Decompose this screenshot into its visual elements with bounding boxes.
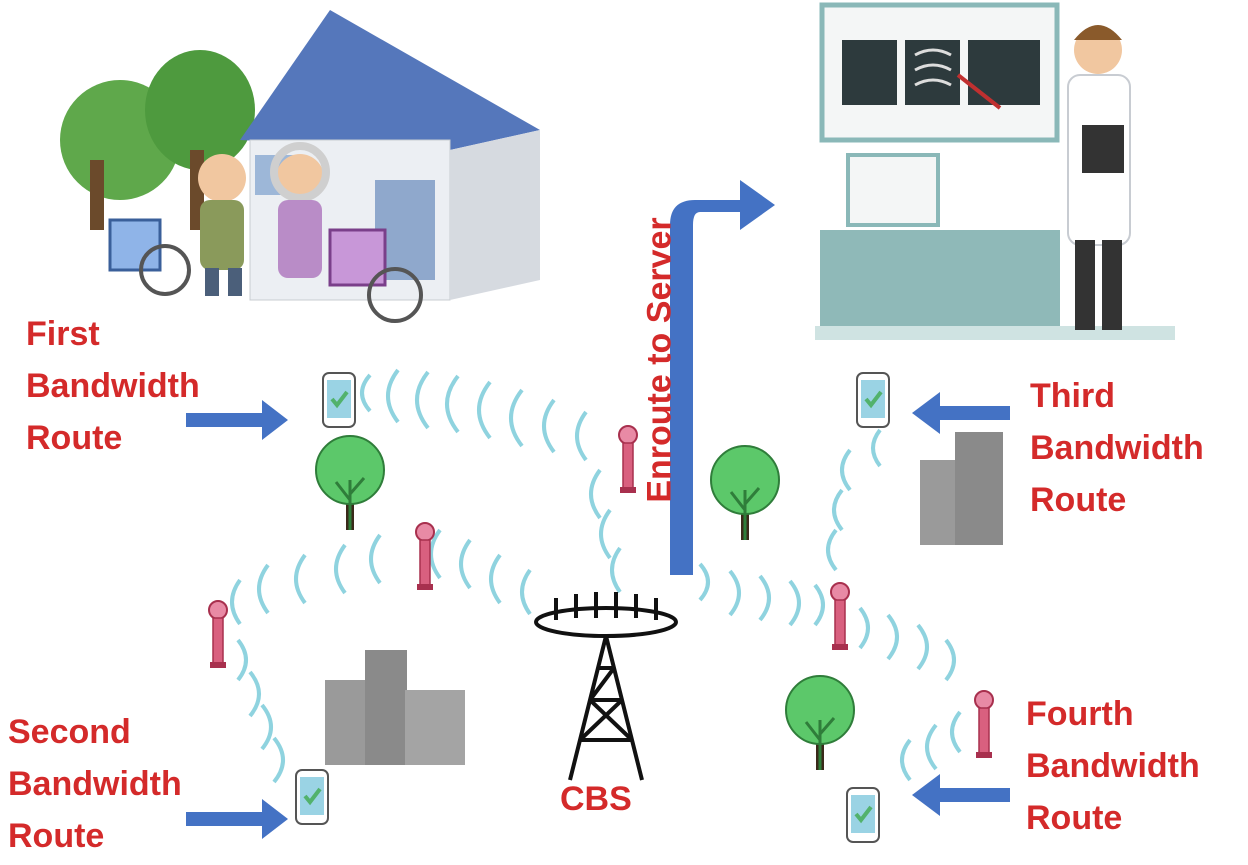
relay-tower-icon: [974, 690, 994, 759]
signal-waves: [230, 368, 962, 784]
first-route-label-line-3: Route: [26, 419, 123, 457]
doctor-icon: [956, 25, 1131, 330]
fourth-route-label-line-1: Fourth: [1026, 695, 1134, 733]
phone-icon: [855, 371, 891, 429]
xray-monitor-icon: [815, 2, 1175, 340]
third-route-label: Third Bandwidth Route: [1030, 370, 1204, 526]
relay-tower-icon: [830, 582, 850, 651]
third-route-label-line-1: Third: [1030, 377, 1115, 415]
relay-tower-icon: [208, 600, 228, 669]
second-route-label-line-2: Bandwidth: [8, 765, 182, 803]
phone-icon: [321, 371, 357, 429]
phone-icon: [845, 786, 881, 844]
enroute-to-server-label: Enroute to Server: [640, 217, 679, 503]
first-route-label-line-1: First: [26, 315, 100, 353]
first-route-label-line-2: Bandwidth: [26, 367, 200, 405]
route-arrows: [186, 180, 1010, 839]
tree-icon: [784, 674, 856, 772]
fourth-route-label-line-2: Bandwidth: [1026, 747, 1200, 785]
fourth-route-label-line-3: Route: [1026, 799, 1123, 837]
cbs-label: CBS: [560, 780, 632, 818]
building-icon: [325, 650, 465, 765]
elderly-couple-icon: [198, 142, 330, 296]
relay-tower-icon: [618, 425, 638, 494]
tree-icon: [709, 444, 781, 542]
third-route-label-line-3: Route: [1030, 481, 1127, 519]
second-route-label-line-3: Route: [8, 817, 105, 855]
wheelchair-icon: [108, 218, 423, 323]
building-icon: [920, 432, 1003, 545]
fourth-route-label: Fourth Bandwidth Route: [1026, 688, 1200, 844]
cell-tower-icon: [534, 592, 678, 781]
second-route-label-line-1: Second: [8, 713, 131, 751]
third-route-label-line-2: Bandwidth: [1030, 429, 1204, 467]
phone-icon: [294, 768, 330, 826]
first-route-label: First Bandwidth Route: [26, 308, 200, 464]
second-route-label: Second Bandwidth Route: [8, 706, 182, 862]
tree-icon: [314, 434, 386, 532]
